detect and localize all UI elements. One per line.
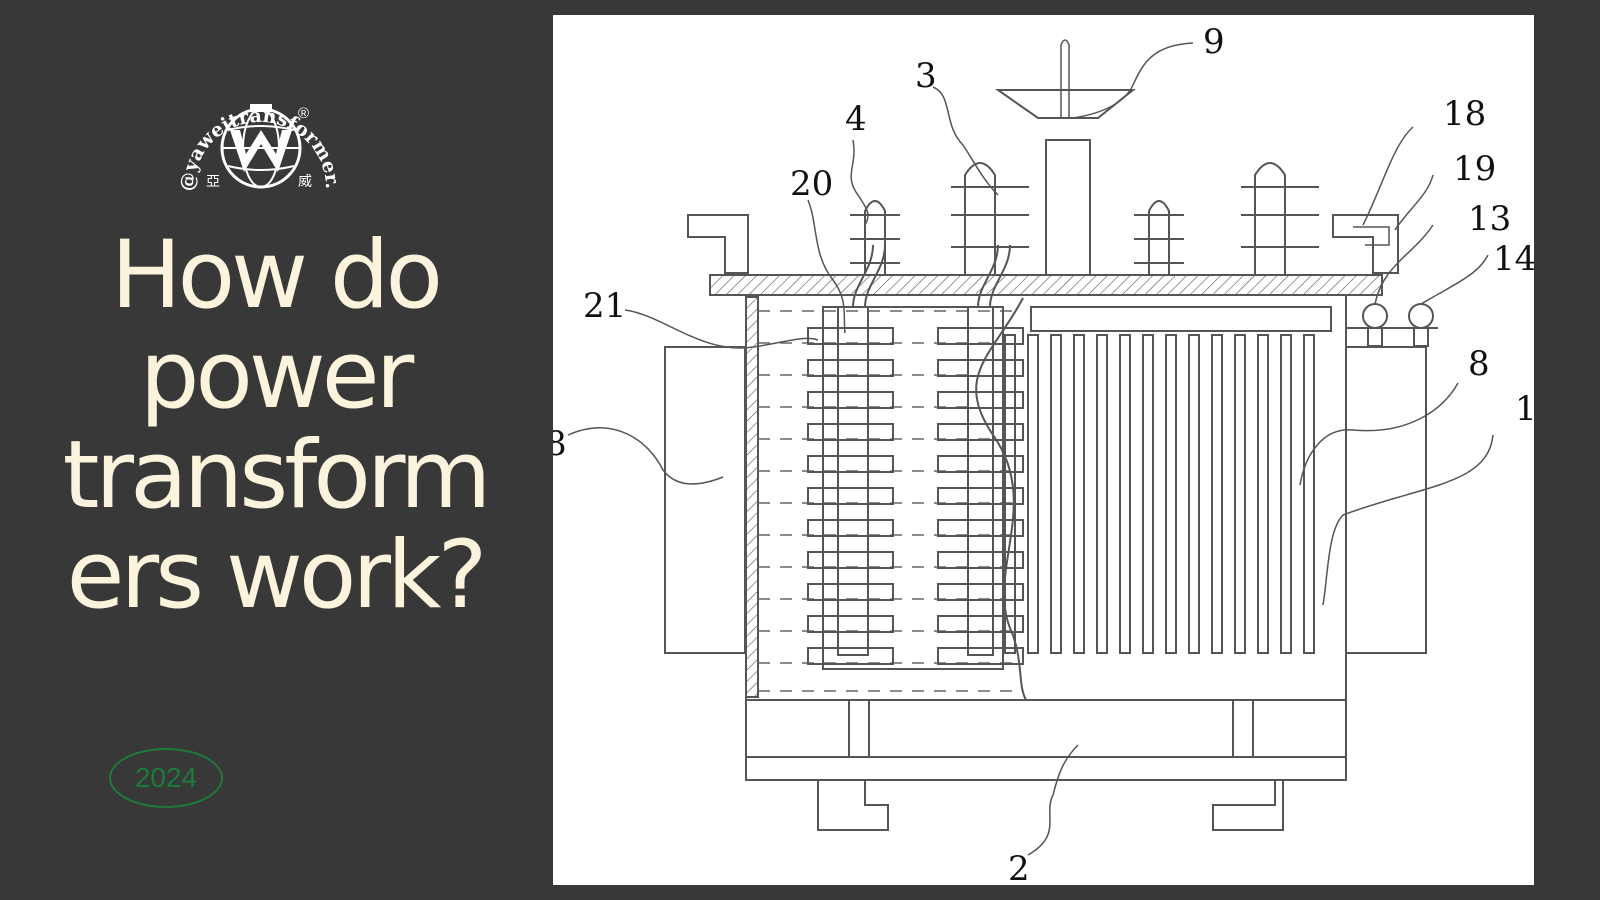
w-mark (230, 130, 292, 172)
foot-left (817, 780, 889, 831)
radiator-fins (1004, 306, 1332, 654)
side-panel-right (1345, 346, 1427, 654)
callout-20: 20 (790, 164, 833, 204)
foot-right (1212, 780, 1284, 831)
side-panel-left (664, 346, 746, 654)
callout-21: 21 (583, 286, 626, 326)
oil-fill (758, 310, 1026, 692)
tank-lid (709, 274, 1383, 296)
page-title: How do power transform ers work? (30, 226, 520, 626)
title-line: ers work? (66, 521, 488, 630)
bushings (850, 162, 1320, 276)
lid-bracket-right (1332, 214, 1399, 274)
callout-8-left: 8 (553, 424, 567, 464)
logo-char-right: 威 (298, 174, 312, 190)
callout-14: 14 (1493, 239, 1534, 279)
base-frame (745, 699, 1347, 781)
callout-4: 4 (845, 99, 867, 139)
callout-13: 13 (1468, 199, 1511, 239)
title-line: How do (110, 221, 443, 330)
pressure-gauges (1346, 303, 1438, 347)
callout-19: 19 (1453, 149, 1496, 189)
year-badge: 2024 (109, 748, 223, 808)
cutaway-edge (975, 297, 1027, 701)
callout-9: 9 (1203, 22, 1225, 62)
title-line: transform (62, 421, 492, 530)
core-coils (807, 244, 1024, 670)
callout-8-right: 8 (1468, 344, 1490, 384)
logo-char-left: 亞 (206, 174, 220, 190)
yawei-logo: info@yaweitransformer.com ® 亞 威 (170, 60, 343, 192)
transformer-drawing: 9 3 4 20 21 8 18 19 13 14 8 1 2 (553, 15, 1534, 885)
lid-bracket-left (687, 214, 749, 274)
left-wall-hatch (745, 296, 759, 698)
callout-3: 3 (915, 56, 937, 96)
oil-funnel (994, 39, 1136, 276)
title-line: power (139, 321, 415, 430)
callout-18: 18 (1443, 94, 1486, 134)
leader-lines (567, 42, 1494, 856)
callout-2: 2 (1008, 849, 1030, 885)
logo-registered-mark: ® (298, 105, 309, 122)
tank-body (745, 294, 1347, 701)
callout-1: 1 (1515, 389, 1534, 429)
